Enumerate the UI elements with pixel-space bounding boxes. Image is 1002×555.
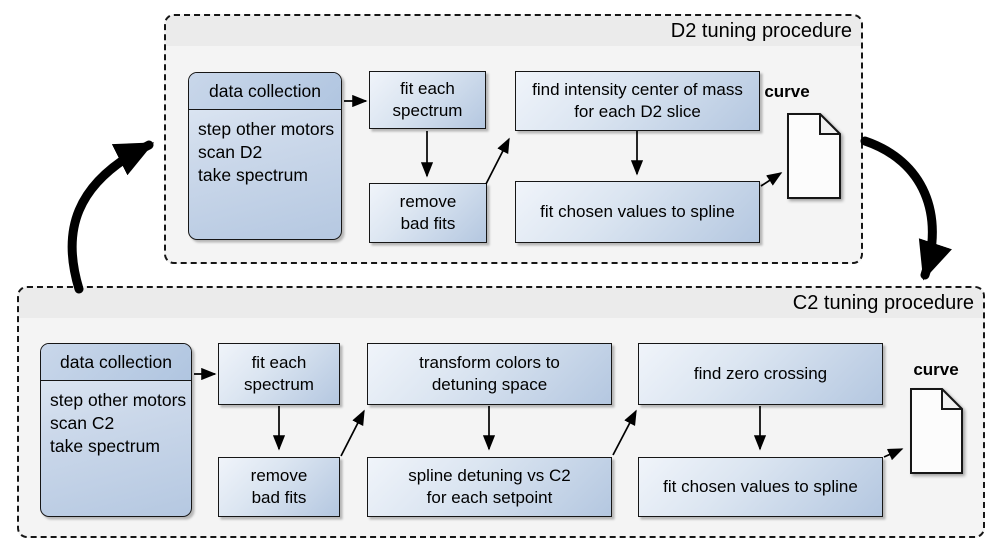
box-find-zero-crossing-c2: find zero crossing [638,343,883,405]
curve-output-label-c2: curve [913,360,959,379]
step-line: scan C2 [50,413,115,434]
box-fit-each-spectrum-d2: fit each spectrum [369,71,486,129]
curve-document-icon-c2 [910,386,965,479]
arrow-c2-to-d2-loop [67,140,155,294]
curve-output-label-d2: curve [764,82,810,101]
curve-document-icon-d2 [787,111,843,204]
box-data-collection-d2: data collection step other motors scan D… [188,72,342,240]
panel-title-c2: C2 tuning procedure [19,288,983,318]
box-fit-chosen-values-c2: fit chosen values to spline [638,457,883,517]
box-spline-detuning-c2: spline detuning vs C2 for each setpoint [367,457,612,517]
data-collection-steps-d2: step other motors scan D2 take spectrum [189,110,341,187]
panel-c2-tuning: C2 tuning procedure data collection step… [17,286,985,538]
step-line: step other motors [198,119,335,139]
box-find-intensity-com-d2: find intensity center of mass for each D… [515,71,760,131]
panel-d2-tuning: D2 tuning procedure data collection step… [164,14,863,264]
panel-title-d2: D2 tuning procedure [166,16,861,46]
data-collection-header-d2: data collection [189,73,341,110]
step-line: step other motors [50,390,187,410]
box-fit-chosen-values-d2: fit chosen values to spline [515,181,760,243]
step-line: scan D2 [198,142,263,163]
box-transform-colors-c2: transform colors to detuning space [367,343,612,405]
data-collection-header-c2: data collection [41,344,191,381]
arrow-d2-to-c2-loop [860,136,952,281]
box-remove-bad-fits-d2: remove bad fits [369,183,487,243]
box-fit-each-spectrum-c2: fit each spectrum [218,343,340,405]
step-line: take spectrum [198,165,308,186]
step-line: take spectrum [50,436,160,457]
box-remove-bad-fits-c2: remove bad fits [218,457,340,517]
box-data-collection-c2: data collection step other motors scan C… [40,343,192,517]
data-collection-steps-c2: step other motors scan C2 take spectrum [41,381,191,458]
